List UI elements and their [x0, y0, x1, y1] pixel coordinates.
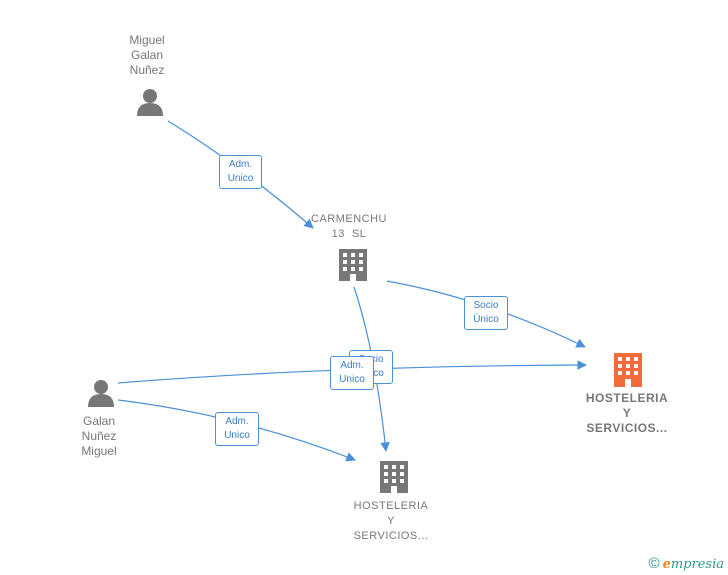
person-icon[interactable] — [88, 380, 114, 407]
label-line: CARMENCHU — [311, 213, 387, 225]
label-line: SERVICIOS... — [353, 530, 429, 542]
label-line: Y — [387, 515, 395, 527]
label-line: Unico — [339, 374, 365, 385]
label-line: SERVICIOS... — [586, 421, 668, 435]
label-line: HOSTELERIA — [585, 391, 669, 405]
label-line: Galan — [130, 48, 164, 62]
label-line: Unico — [227, 173, 254, 184]
building-icon[interactable] — [339, 249, 367, 281]
building-icon-highlighted[interactable] — [614, 353, 642, 387]
label-line: Socio — [473, 300, 499, 311]
edge-label-adm-unico[interactable]: Adm. Unico — [215, 412, 259, 446]
copyright-symbol: © — [648, 555, 660, 572]
label-line: Y — [622, 406, 632, 420]
label-line: Unico — [224, 430, 250, 441]
node-label-miguel-galan-nunez[interactable]: Miguel Galan Nuñez — [92, 33, 202, 78]
node-label-hosteleria-main[interactable]: HOSTELERIA Y SERVICIOS... — [572, 391, 682, 436]
empresia-logo[interactable]: empresia — [663, 557, 724, 572]
edge-label-adm-unico[interactable]: Adm. Unico — [219, 155, 262, 189]
label-line: Nuñez — [129, 63, 165, 77]
node-label-carmenchu[interactable]: CARMENCHU 13 SL — [294, 212, 404, 242]
label-line: Galan — [82, 414, 116, 428]
edge-label-socio-unico[interactable]: Socio Único — [464, 296, 508, 330]
edge-label-adm-unico[interactable]: Adm. Unico — [330, 356, 374, 390]
label-line: Miguel — [129, 33, 165, 47]
brand-watermark: ©empresia — [649, 555, 724, 572]
label-line: Adm. — [340, 360, 364, 371]
label-line: Adm. — [228, 159, 253, 170]
label-line: HOSTELERIA — [353, 500, 429, 512]
building-icon[interactable] — [380, 461, 408, 493]
node-label-hosteleria-second[interactable]: HOSTELERIA Y SERVICIOS... — [336, 499, 446, 544]
label-line: Adm. — [225, 416, 249, 427]
label-line: 13 SL — [331, 228, 367, 240]
logo-initial: e — [662, 557, 671, 572]
label-line: Miguel — [81, 444, 117, 458]
person-icon[interactable] — [137, 89, 163, 116]
label-line: Único — [473, 314, 499, 325]
label-line: Nuñez — [81, 429, 117, 443]
node-label-galan-nunez-miguel[interactable]: Galan Nuñez Miguel — [44, 414, 154, 459]
logo-text: mpresia — [670, 557, 724, 572]
